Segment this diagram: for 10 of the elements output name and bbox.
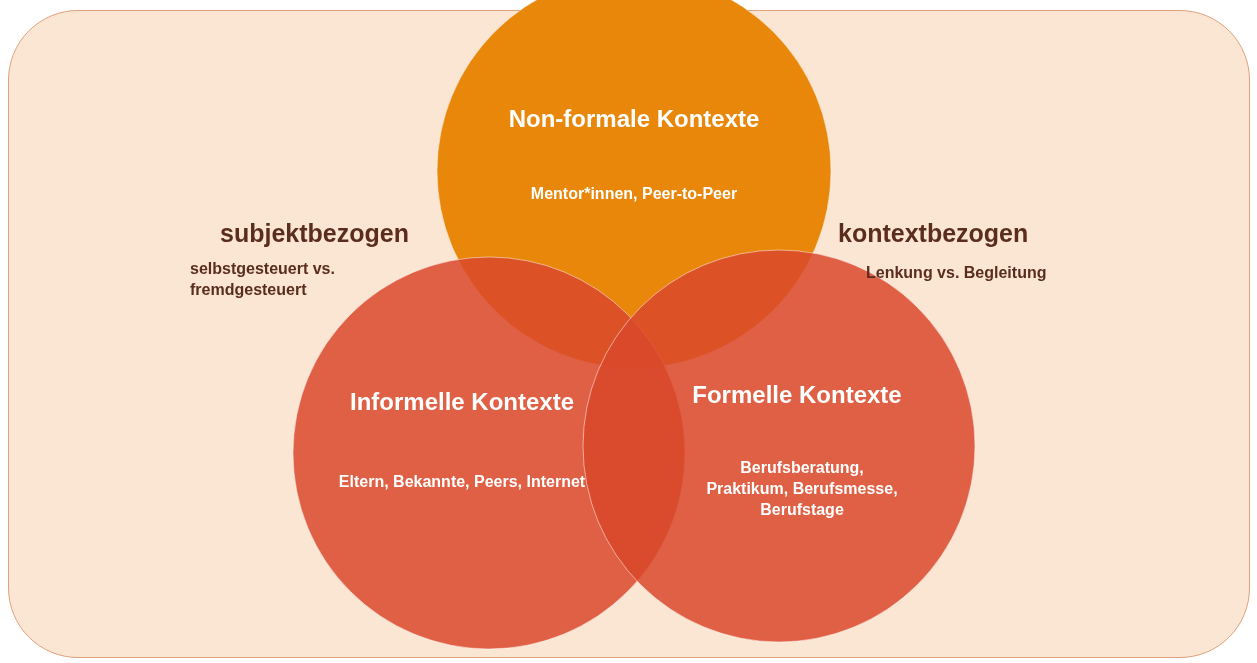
circle-heading: Informelle Kontexte [348,387,575,417]
circle-text: Mentor*innen, Peer-to-Peer [529,184,739,204]
circle-heading: Non-formale Kontexte [507,104,761,134]
side-note: Lenkung vs. Begleitung [866,263,1048,283]
side-note: selbstgesteuert vs. fremdgesteuert [190,259,336,300]
circle-heading: Formelle Kontexte [691,380,903,410]
circle-text: Berufsberatung, Praktikum, Berufsmesse, Berufstage [705,458,899,520]
side-heading: kontextbezogen [838,218,1030,248]
circle-text: Eltern, Bekannte, Peers, Internet [337,472,587,492]
side-heading: subjektbezogen [220,218,410,248]
